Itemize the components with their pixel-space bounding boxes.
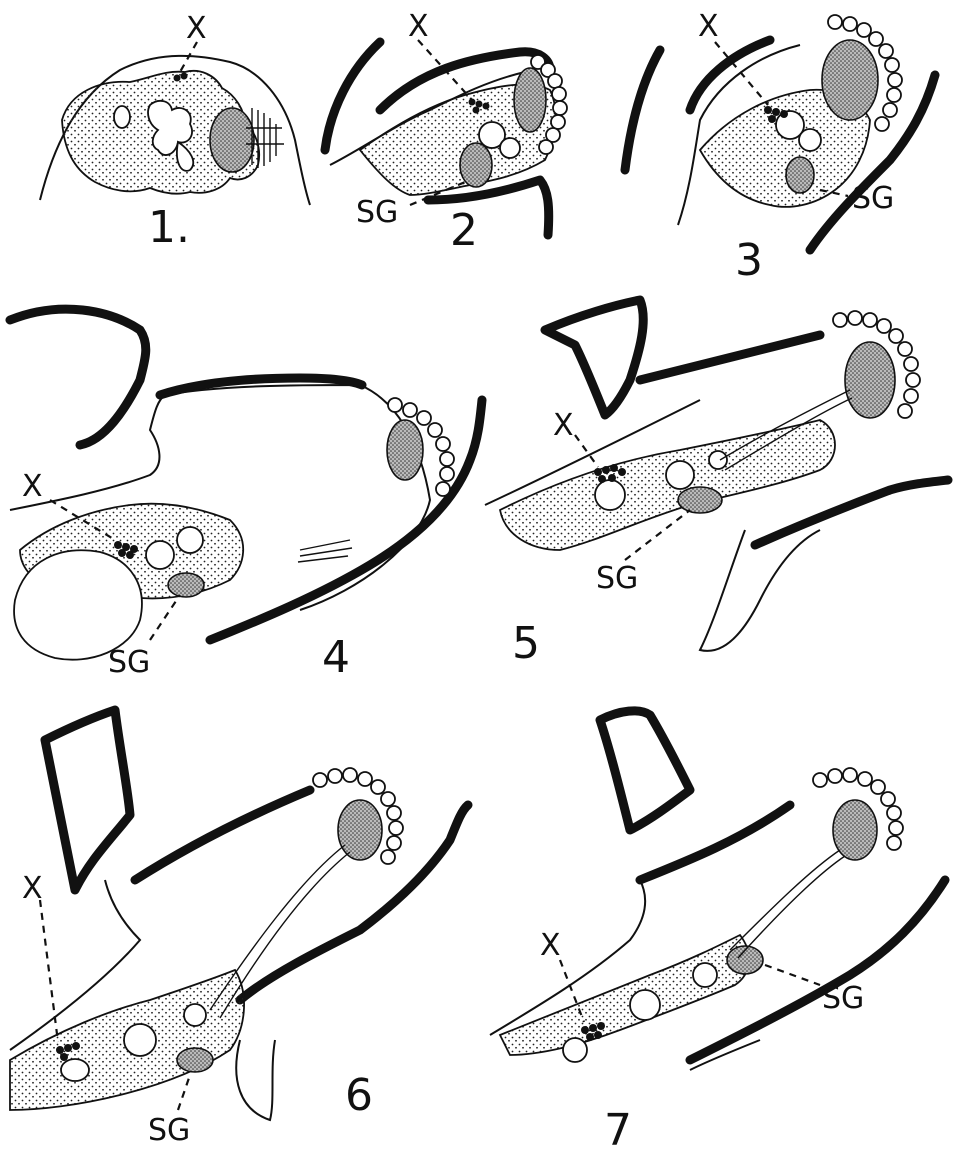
figure-4: X SG 4: [10, 309, 482, 683]
fig3-left-cuticle: [625, 50, 660, 170]
fig4-large-cavity: [14, 550, 142, 659]
fig6-cavity: [61, 1059, 89, 1081]
fig5-number: 5: [512, 618, 540, 669]
fig4-optic-ganglion: [387, 420, 423, 480]
fig7-upper-cuticle: [600, 711, 690, 830]
fig1-x-dot: [181, 73, 188, 80]
fig1-ommatidia: [246, 108, 284, 168]
fig3-label-sg: SG: [852, 181, 894, 216]
fig4-muscle-strands: [298, 540, 352, 562]
fig5-optic-ganglion: [845, 342, 895, 418]
figure-3: X SG 3: [625, 9, 935, 286]
fig7-label-sg: SG: [822, 981, 864, 1016]
fig6-dorsal-cuticle: [135, 790, 310, 880]
fig3-dorsal-cuticle: [690, 40, 770, 110]
fig5-label-x: X: [553, 408, 574, 443]
fig4-cavity: [177, 527, 203, 553]
figure-7: X SG 7: [490, 711, 945, 1153]
fig7-brain-section: [500, 935, 749, 1055]
figure-1: X 1.: [40, 11, 310, 253]
fig7-number: 7: [604, 1105, 632, 1153]
fig1-number: 1.: [148, 202, 190, 253]
fig2-optic-ganglion: [514, 68, 546, 132]
fig1-x-dot: [174, 75, 181, 82]
figure-2: X SG 2: [325, 9, 567, 256]
fig6-label-sg: SG: [148, 1113, 190, 1148]
fig6-upper-cuticle: [45, 710, 130, 890]
fig2-left-cuticle: [325, 42, 380, 150]
fig2-label-x: X: [408, 9, 429, 44]
fig3-label-x: X: [698, 9, 719, 44]
fig4-label-sg: SG: [108, 645, 150, 680]
fig6-subesophageal-ganglion: [177, 1048, 213, 1072]
fig3-subesophageal-ganglion: [786, 157, 814, 193]
figure-5: X SG 5: [485, 300, 948, 669]
fig6-sg-leader: [178, 1075, 190, 1110]
fig1-optic-ganglion: [210, 108, 254, 172]
fig1-cavity-left: [114, 106, 130, 128]
fig4-upper-cuticle: [10, 309, 146, 445]
fig4-number: 4: [322, 632, 350, 683]
figure-6: X SG 6: [10, 710, 468, 1148]
fig6-lower-lobe: [236, 1040, 275, 1120]
fig1-label-x: X: [186, 11, 207, 46]
fig4-ventral-cuticle: [210, 400, 482, 640]
fig7-cavity: [563, 1038, 587, 1062]
fig7-label-x: X: [540, 928, 561, 963]
fig6-label-x: X: [22, 871, 43, 906]
fig3-number: 3: [735, 235, 763, 286]
fig5-cavity: [666, 461, 694, 489]
fig5-cavity: [595, 480, 625, 510]
fig6-cavity: [184, 1004, 206, 1026]
fig4-subesophageal-ganglion: [168, 573, 204, 597]
fig5-ventral-cuticle: [755, 480, 948, 545]
fig5-x-leader: [575, 435, 598, 467]
fig2-cavity: [500, 138, 520, 158]
fig5-label-sg: SG: [596, 561, 638, 596]
fig4-cavity: [146, 541, 174, 569]
fig3-optic-ganglion: [822, 40, 878, 120]
fig5-upper-cuticle: [545, 300, 643, 415]
fig3-cavity: [799, 129, 821, 151]
fig7-cavity: [630, 990, 660, 1020]
fig5-subesophageal-ganglion: [678, 487, 722, 513]
fig4-sg-leader: [150, 595, 180, 640]
fig2-label-sg: SG: [356, 195, 398, 230]
fig5-cavity: [709, 451, 727, 469]
fig5-dorsal-cuticle: [640, 335, 820, 380]
fig4-label-x: X: [22, 469, 43, 504]
fig2-x-leader: [418, 40, 472, 100]
fig7-cavity: [693, 963, 717, 987]
fig6-optic-ganglion: [338, 800, 382, 860]
fig6-cavity: [124, 1024, 156, 1056]
fig2-number: 2: [450, 205, 478, 256]
fig7-sg-leader: [765, 965, 820, 985]
fig6-number: 6: [345, 1070, 373, 1121]
fig5-lower-lobe: [700, 530, 820, 651]
fig2-subesophageal-ganglion: [460, 143, 492, 187]
fig7-dorsal-cuticle: [640, 805, 790, 880]
fig7-optic-nerve: [730, 850, 845, 958]
